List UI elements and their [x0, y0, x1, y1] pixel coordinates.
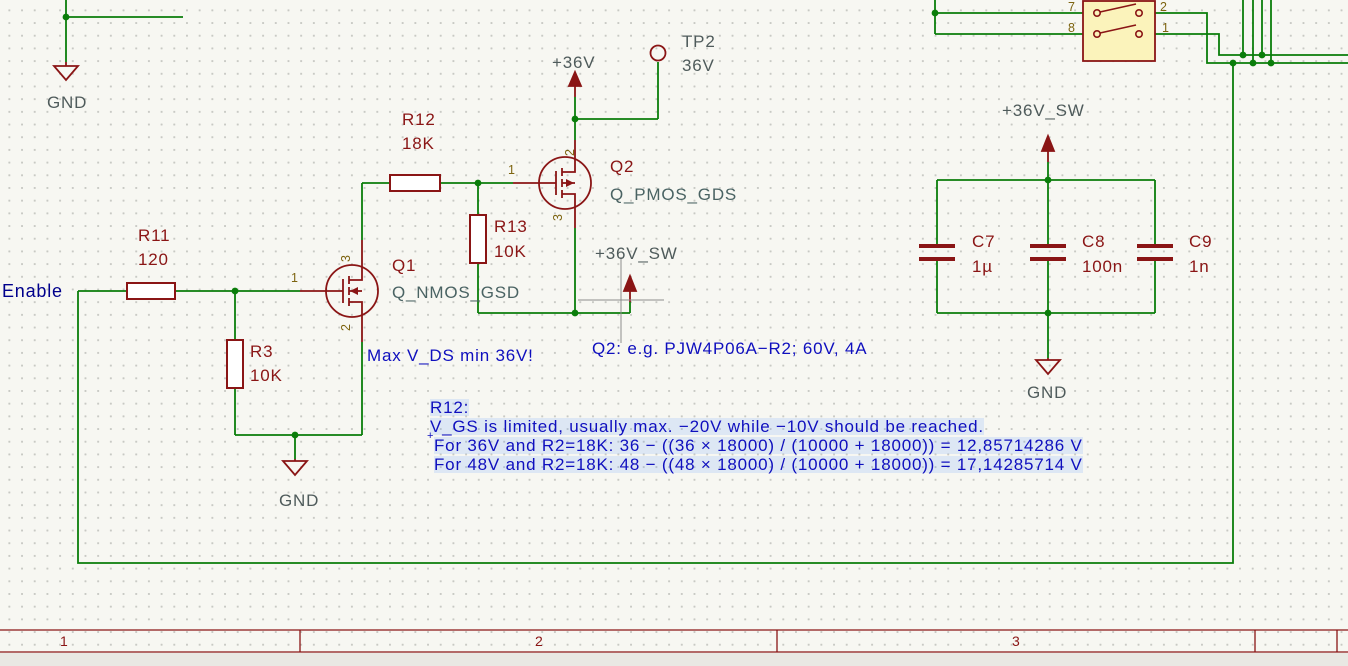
note-r12-line2[interactable]: For 36V and R2=18K: 36 − ((36 × 18000) /… — [434, 436, 1083, 455]
gnd-symbol[interactable] — [52, 62, 1062, 477]
q1-ref[interactable]: Q1 — [392, 256, 417, 275]
q1-pin-drain: 3 — [339, 255, 353, 262]
r11-value[interactable]: 120 — [138, 250, 169, 269]
sheet-border — [0, 629, 1348, 653]
q1-pin-gate: 1 — [291, 271, 298, 285]
power-arrow-36vsw-q2[interactable] — [622, 273, 638, 302]
sheet-col-1: 1 — [60, 633, 68, 649]
testpoint-ref[interactable]: TP2 — [682, 32, 716, 51]
mosfet-q2[interactable] — [513, 140, 592, 228]
power-label-36v[interactable]: +36V — [552, 53, 596, 72]
gnd-label-topleft[interactable]: GND — [47, 93, 88, 112]
power-arrow-36vsw-caps[interactable] — [1040, 133, 1056, 162]
c7-ref[interactable]: C7 — [972, 232, 996, 251]
q2-pin-source: 3 — [551, 214, 565, 221]
resistor-r3[interactable] — [226, 339, 244, 389]
r3-ref[interactable]: R3 — [250, 342, 274, 361]
mosfet-q1[interactable] — [300, 240, 379, 342]
note-q2-part[interactable]: Q2: e.g. PJW4P06A−R2; 60V, 4A — [592, 339, 868, 358]
connector-switch[interactable] — [1082, 0, 1156, 62]
c9-ref[interactable]: C9 — [1189, 232, 1213, 251]
note-plus-mark[interactable]: + — [427, 430, 435, 442]
r11-ref[interactable]: R11 — [138, 226, 171, 245]
r3-value[interactable]: 10K — [250, 366, 283, 385]
c8-ref[interactable]: C8 — [1082, 232, 1106, 251]
q1-value[interactable]: Q_NMOS_GSD — [392, 283, 520, 302]
r12-ref[interactable]: R12 — [402, 110, 436, 129]
q1-pin-source: 2 — [339, 324, 353, 331]
note-r12-heading[interactable]: R12: — [430, 398, 470, 417]
power-label-36vsw-caps[interactable]: +36V_SW — [1002, 101, 1085, 120]
testpoint-tp2[interactable] — [649, 44, 667, 62]
q2-pin-drain: 2 — [563, 149, 577, 156]
wires[interactable] — [65, 0, 1348, 564]
gnd-label-q1[interactable]: GND — [279, 491, 320, 510]
q2-ref[interactable]: Q2 — [610, 157, 635, 176]
r13-value[interactable]: 10K — [494, 242, 527, 261]
resistor-r12[interactable] — [389, 174, 441, 192]
note-max-vds[interactable]: Max V_DS min 36V! — [367, 346, 534, 365]
power-label-36vsw-q2[interactable]: +36V_SW — [595, 244, 678, 263]
net-label-enable[interactable]: Enable — [2, 281, 63, 301]
c9-value[interactable]: 1n — [1189, 257, 1210, 276]
capacitor-c9[interactable] — [1137, 244, 1173, 261]
note-r12-line1[interactable]: V_GS is limited, usually max. −20V while… — [430, 417, 984, 436]
cursor-crosshair-icon — [578, 257, 664, 343]
testpoint-net[interactable]: 36V — [682, 56, 715, 75]
r12-value[interactable]: 18K — [402, 134, 435, 153]
off-sheet-band — [0, 653, 1348, 666]
connector-pin1: 1 — [1162, 21, 1169, 35]
q2-pin-gate: 1 — [508, 163, 515, 177]
capacitor-c7[interactable] — [919, 244, 955, 261]
connector-pin7: 7 — [1068, 0, 1075, 14]
capacitor-c8[interactable] — [1030, 244, 1066, 261]
connector-pin8: 8 — [1068, 21, 1075, 35]
q2-value[interactable]: Q_PMOS_GDS — [610, 185, 738, 204]
r13-ref[interactable]: R13 — [494, 217, 528, 236]
resistor-r11[interactable] — [126, 282, 176, 300]
connector-pin2: 2 — [1160, 0, 1167, 14]
sheet-col-3: 3 — [1012, 633, 1020, 649]
power-arrow-36v[interactable] — [567, 69, 583, 97]
gnd-label-caps[interactable]: GND — [1027, 383, 1068, 402]
sheet-col-2: 2 — [535, 633, 543, 649]
resistor-r13[interactable] — [469, 214, 487, 264]
c7-value[interactable]: 1µ — [972, 257, 993, 276]
junction-dots — [62, 9, 1275, 439]
note-r12-line3[interactable]: For 48V and R2=18K: 48 − ((48 × 18000) /… — [434, 455, 1083, 474]
c8-value[interactable]: 100n — [1082, 257, 1124, 276]
